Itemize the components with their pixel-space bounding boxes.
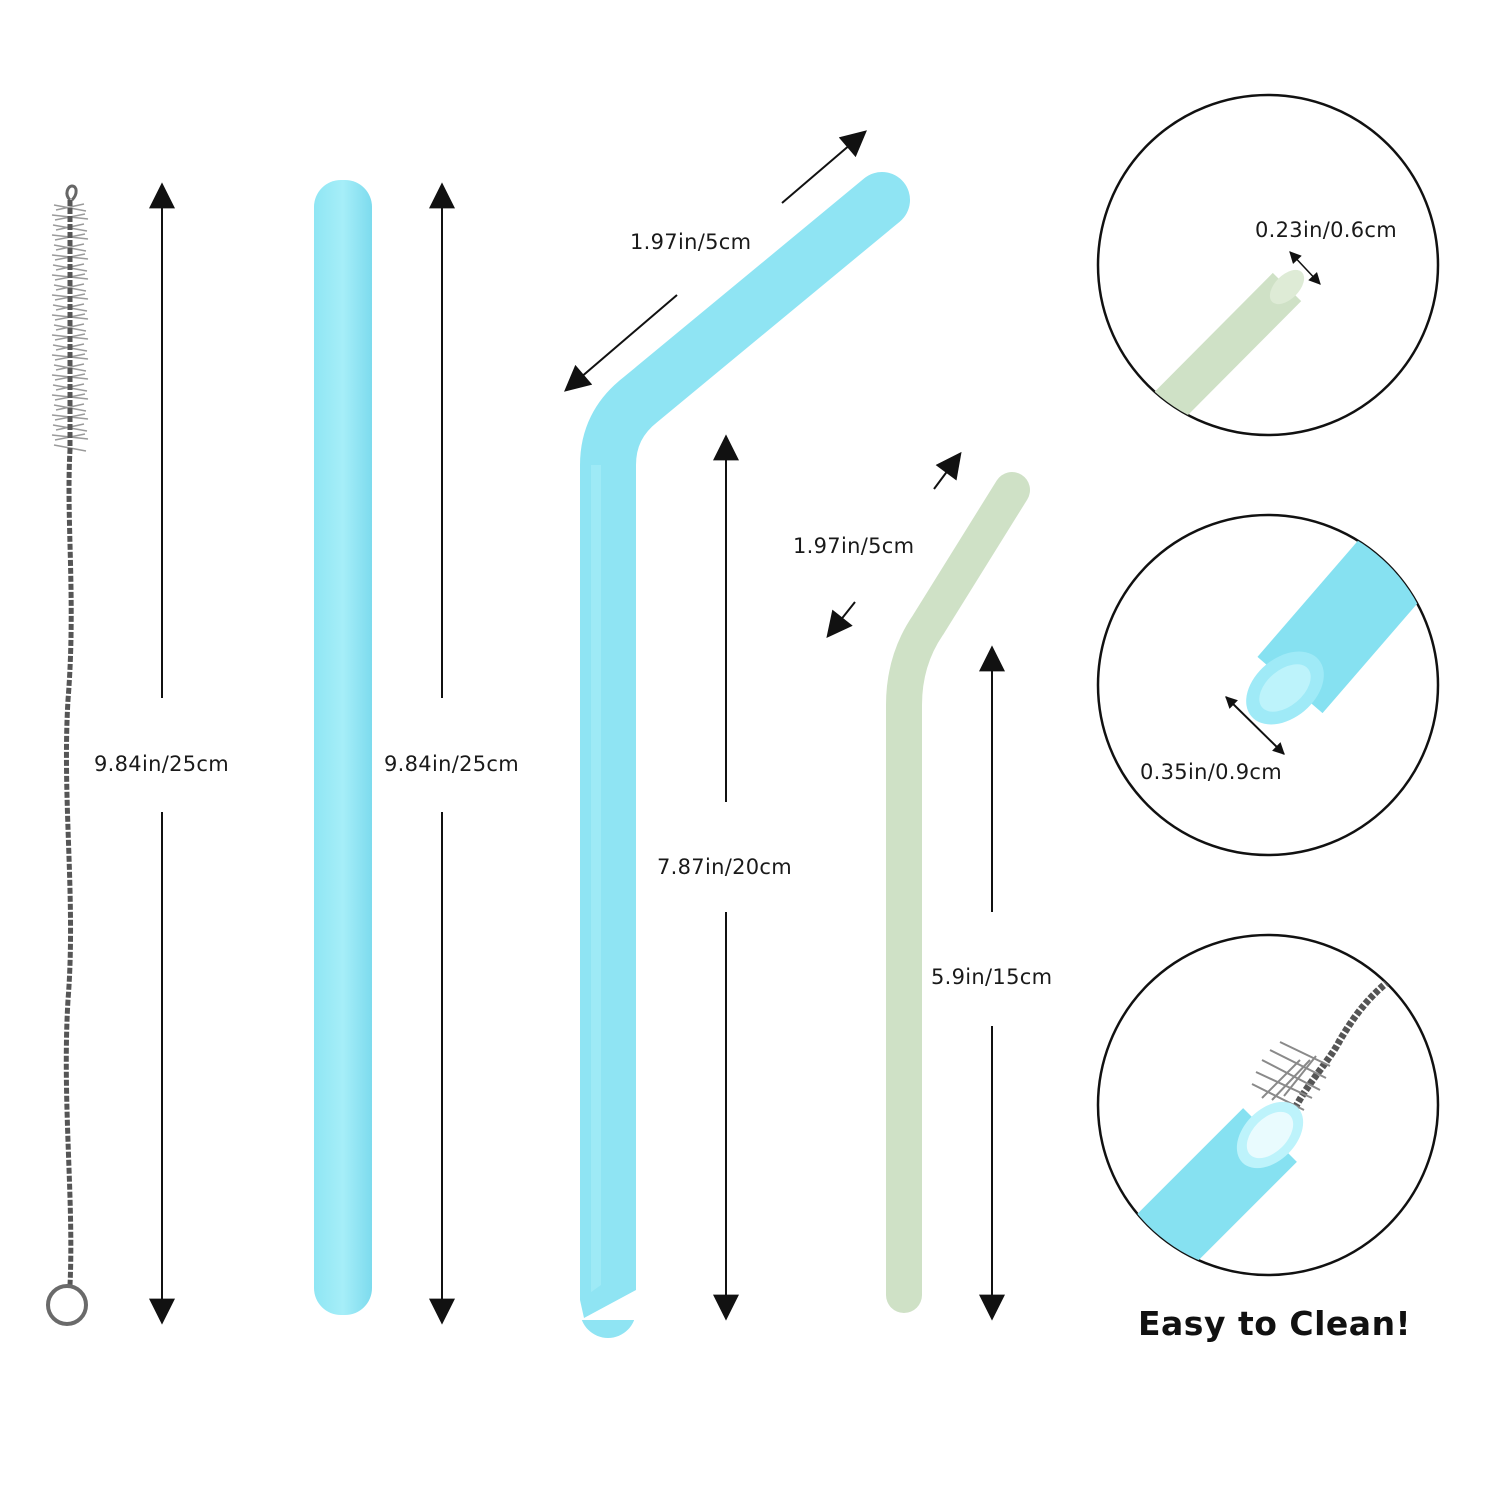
brush-handle-loop (46, 1284, 88, 1326)
wide-diameter-arrow (1225, 696, 1285, 755)
short-bent-length-label: 5.9in/15cm (931, 965, 1053, 989)
bent-tip-arrow-lower (564, 294, 678, 392)
bent-tip-length-label: 1.97in/5cm (630, 230, 752, 254)
cleaning-brush (46, 184, 89, 1326)
short-tip-arrow-upper (933, 451, 962, 490)
bent-straw-length-label: 7.87in/20cm (657, 855, 793, 879)
long-bent-straw (580, 172, 910, 1338)
short-tip-length-label: 1.97in/5cm (793, 534, 915, 558)
detail-circle-thin-straw (1096, 93, 1440, 437)
bent-tip-arrow-upper (781, 130, 867, 204)
short-bent-straw (886, 472, 1030, 1313)
brush-wire (63, 200, 74, 1286)
thin-diameter-arrow (1289, 251, 1321, 285)
brush-tip-loop (65, 184, 78, 202)
straight-straw (314, 180, 372, 1315)
detail-circle-cleaning (1096, 933, 1440, 1277)
straight-straw-length-label: 9.84in/25cm (384, 752, 520, 776)
short-tip-arrow-lower (826, 601, 856, 639)
brush-length-label: 9.84in/25cm (94, 752, 230, 776)
thin-diameter-label: 0.23in/0.6cm (1255, 218, 1397, 242)
detail-circle-wide-straw (1096, 513, 1440, 857)
easy-clean-caption: Easy to Clean! (1138, 1304, 1412, 1343)
wide-diameter-label: 0.35in/0.9cm (1140, 760, 1282, 784)
